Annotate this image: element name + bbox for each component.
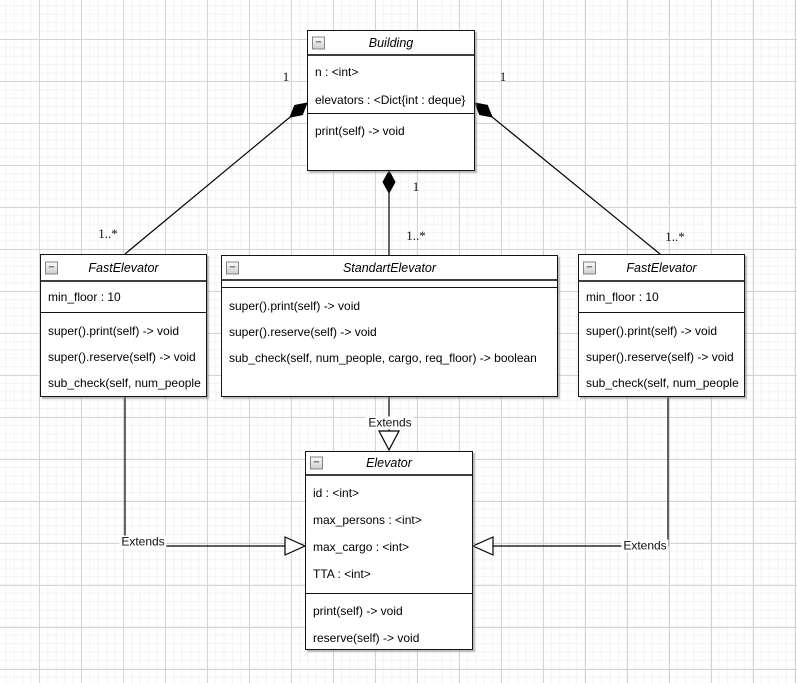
attribute: id : <int> <box>313 485 360 500</box>
composition-diamond-icon <box>474 102 493 118</box>
multiplicity-label: 1 <box>412 178 420 194</box>
attribute: elevators : <Dict{int : deque} <box>315 93 466 107</box>
class-elevator-titlebar: − Elevator <box>306 452 472 476</box>
edge-composition-building-fastelevator-left[interactable] <box>124 98 311 255</box>
collapse-icon[interactable]: − <box>310 456 323 470</box>
method: reserve(self) -> void <box>313 630 420 645</box>
attributes-section: min_floor : 10 <box>579 282 744 313</box>
class-title: Building <box>368 35 414 50</box>
method: super().reserve(self) -> void <box>48 350 196 364</box>
attributes-section: min_floor : 10 <box>41 282 206 313</box>
attribute: min_floor : 10 <box>586 290 659 304</box>
composition-diamond-icon <box>289 102 308 118</box>
class-title: FastElevator <box>88 260 159 275</box>
attribute: min_floor : 10 <box>48 290 121 304</box>
class-elevator[interactable]: − Elevator id : <int> max_persons : <int… <box>305 451 473 650</box>
class-building-titlebar: − Building <box>308 31 474 56</box>
attributes-section: n : <int> elevators : <Dict{int : deque} <box>308 56 474 114</box>
method: sub_check(self, num_people, cargo, req_f… <box>229 351 537 365</box>
attributes-section-empty <box>222 281 557 288</box>
extends-label: Extends <box>119 534 167 549</box>
multiplicity-label: 1..* <box>406 227 426 243</box>
multiplicity-label: 1 <box>499 68 507 84</box>
edge-extends-fastelevator-left-elevator[interactable] <box>124 397 307 556</box>
class-fastelevator-left-titlebar: − FastElevator <box>41 255 206 282</box>
inheritance-arrow-icon <box>471 536 494 556</box>
method: super().reserve(self) -> void <box>586 350 734 364</box>
class-title: Elevator <box>366 456 412 470</box>
class-title: StandartElevator <box>342 260 437 275</box>
edge-extends-fastelevator-right-elevator[interactable] <box>471 397 669 556</box>
method: print(self) -> void <box>313 603 403 618</box>
method: sub_check(self, num_people <box>48 376 201 390</box>
methods-section: super().print(self) -> void super().rese… <box>579 313 744 396</box>
methods-section: print(self) -> void <box>308 114 474 145</box>
extends-label: Extends <box>366 415 414 430</box>
composition-diamond-icon <box>382 169 396 195</box>
methods-section: super().print(self) -> void super().rese… <box>41 313 206 396</box>
multiplicity-label: 1..* <box>665 228 685 244</box>
method: super().print(self) -> void <box>229 299 361 313</box>
multiplicity-label: 1 <box>282 68 290 84</box>
class-standartelevator-titlebar: − StandartElevator <box>222 256 557 281</box>
inheritance-arrow-icon <box>284 536 307 556</box>
methods-section: super().print(self) -> void super().rese… <box>222 288 557 371</box>
class-fastelevator-right[interactable]: − FastElevator min_floor : 10 super().pr… <box>578 254 745 397</box>
method: super().print(self) -> void <box>586 324 718 338</box>
attributes-section: id : <int> max_persons : <int> max_cargo… <box>306 476 472 594</box>
inheritance-arrow-icon <box>378 430 400 452</box>
extends-label: Extends <box>621 538 669 553</box>
methods-section: print(self) -> void reserve(self) -> voi… <box>306 594 472 651</box>
class-standartelevator[interactable]: − StandartElevator super().print(self) -… <box>221 255 558 397</box>
class-title: FastElevator <box>626 260 697 275</box>
collapse-icon[interactable]: − <box>45 261 58 274</box>
method: print(self) -> void <box>315 124 405 138</box>
multiplicity-label: 1..* <box>98 225 118 241</box>
attribute: max_cargo : <int> <box>313 539 410 554</box>
class-fastelevator-left[interactable]: − FastElevator min_floor : 10 super().pr… <box>40 254 207 397</box>
collapse-icon[interactable]: − <box>583 261 596 274</box>
method: sub_check(self, num_people <box>586 376 739 390</box>
method: super().reserve(self) -> void <box>229 325 377 339</box>
collapse-icon[interactable]: − <box>312 36 325 49</box>
class-fastelevator-right-titlebar: − FastElevator <box>579 255 744 282</box>
attribute: max_persons : <int> <box>313 512 422 527</box>
collapse-icon[interactable]: − <box>226 261 239 274</box>
attribute: n : <int> <box>315 65 359 79</box>
edge-composition-building-fastelevator-right[interactable] <box>471 98 661 255</box>
attribute: TTA : <int> <box>313 566 371 581</box>
class-building[interactable]: − Building n : <int> elevators : <Dict{i… <box>307 30 475 171</box>
edge-composition-building-standartelevator[interactable] <box>382 169 396 255</box>
method: super().print(self) -> void <box>48 324 180 338</box>
